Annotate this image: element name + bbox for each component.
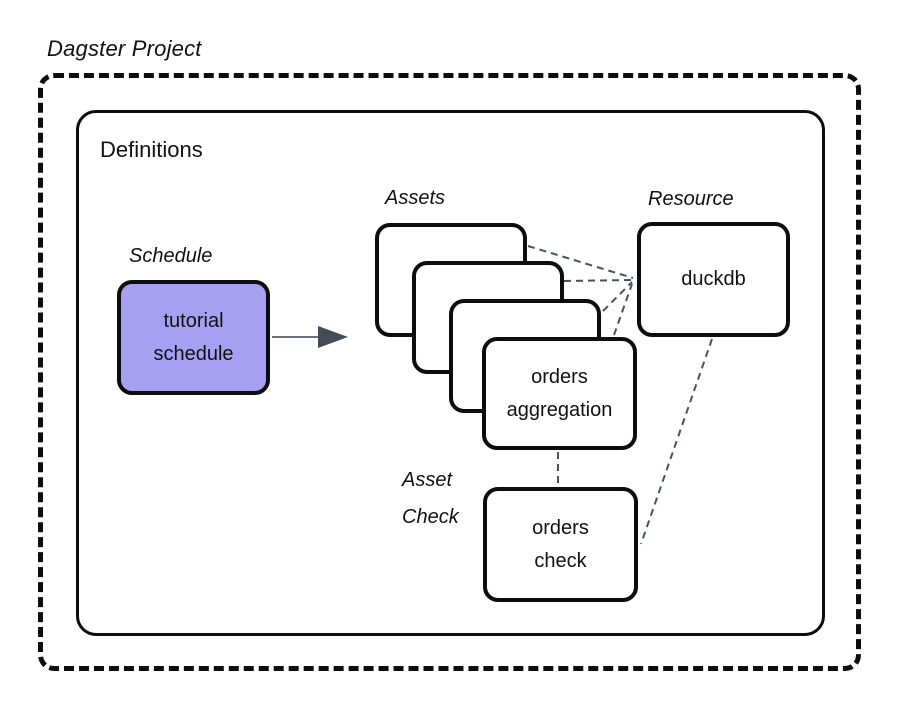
assets-label: Assets xyxy=(385,187,446,209)
node-orders-aggregation: orders aggregation xyxy=(482,337,637,450)
dagster-project-boundary xyxy=(38,73,861,671)
node-orders-check: orders check xyxy=(483,487,638,602)
diagram-title: Dagster Project xyxy=(47,36,202,61)
definitions-label: Definitions xyxy=(100,137,203,162)
resource-label: Resource xyxy=(648,188,734,210)
definitions-container xyxy=(76,110,825,636)
asset-check-label: Asset Check xyxy=(402,469,459,528)
schedule-label: Schedule xyxy=(129,245,213,267)
node-duckdb: duckdb xyxy=(637,222,790,337)
node-tutorial-schedule: tutorial schedule xyxy=(117,280,270,395)
